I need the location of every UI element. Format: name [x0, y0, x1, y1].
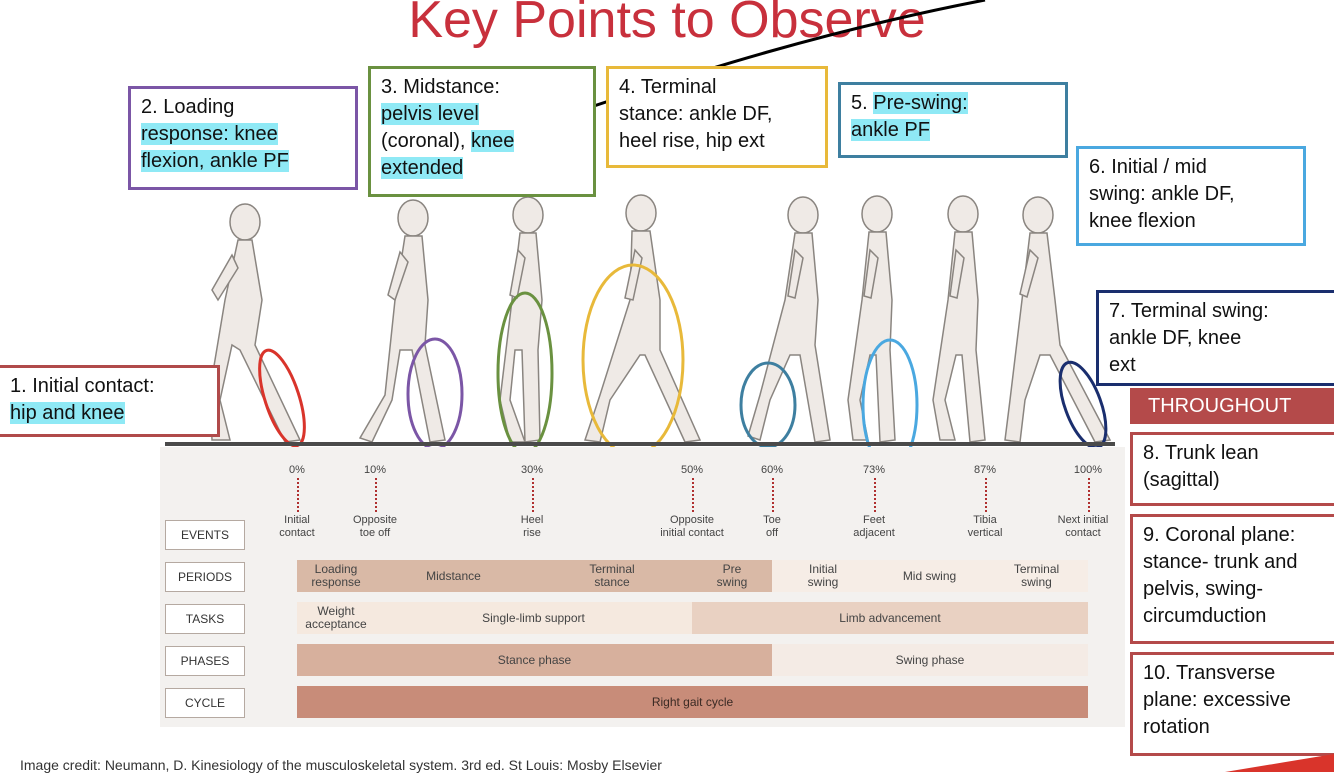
period-mid-swing: Mid swing [874, 560, 985, 592]
figure-mid-swing [932, 195, 986, 443]
pct-label: 50% [680, 464, 704, 476]
task-single-limb-support: Single-limb support [375, 602, 692, 634]
event-marker [692, 478, 694, 512]
event-marker [985, 478, 987, 512]
marker-initial-contact [258, 348, 306, 448]
pct-label: 87% [973, 464, 997, 476]
timeline-axis [165, 442, 1115, 446]
slide-title: Key Points to Observe [408, 0, 926, 49]
pct-label: 30% [520, 464, 544, 476]
pct-label: 73% [862, 464, 886, 476]
pct-label: 0% [289, 464, 305, 476]
row-label-tasks: TASKS [165, 604, 245, 634]
event-marker [375, 478, 377, 512]
figure-pre-swing [747, 196, 831, 443]
task-limb-advancement: Limb advancement [692, 602, 1088, 634]
event-marker [772, 478, 774, 512]
cycle-right-gait: Right gait cycle [297, 686, 1088, 718]
row-label-cycle: CYCLE [165, 688, 245, 718]
figure-terminal-stance [584, 194, 702, 443]
pct-label: 10% [363, 464, 387, 476]
event-marker [297, 478, 299, 512]
callout-initial-contact: 1. Initial contact:hip and knee [0, 365, 220, 437]
throughout-header: THROUGHOUT [1130, 388, 1334, 424]
event-marker [1088, 478, 1090, 512]
gait-figures [209, 194, 1112, 460]
figure-initial-swing [847, 195, 896, 443]
figure-loading-response [358, 199, 446, 443]
marker-initial-swing [861, 338, 919, 460]
callout-midstance: 3. Midstance:pelvis level(coronal), knee… [368, 66, 596, 197]
event-marker [874, 478, 876, 512]
period-midstance: Midstance [375, 560, 532, 592]
phase-swing: Swing phase [772, 644, 1088, 676]
image-credit: Image credit: Neumann, D. Kinesiology of… [20, 757, 662, 773]
row-label-phases: PHASES [165, 646, 245, 676]
pct-label: 60% [760, 464, 784, 476]
slide-corner-accent [1225, 754, 1334, 772]
event-marker [532, 478, 534, 512]
row-label-periods: PERIODS [165, 562, 245, 592]
callout-trunk-lean: 8. Trunk lean(sagittal) [1130, 432, 1334, 506]
row-label-events: EVENTS [165, 520, 245, 550]
phase-stance: Stance phase [297, 644, 772, 676]
callout-pre-swing: 5. Pre-swing:ankle PF [838, 82, 1068, 158]
pct-label: 100% [1073, 464, 1103, 476]
figure-terminal-swing [1004, 196, 1112, 443]
figure-initial-contact [209, 203, 302, 443]
